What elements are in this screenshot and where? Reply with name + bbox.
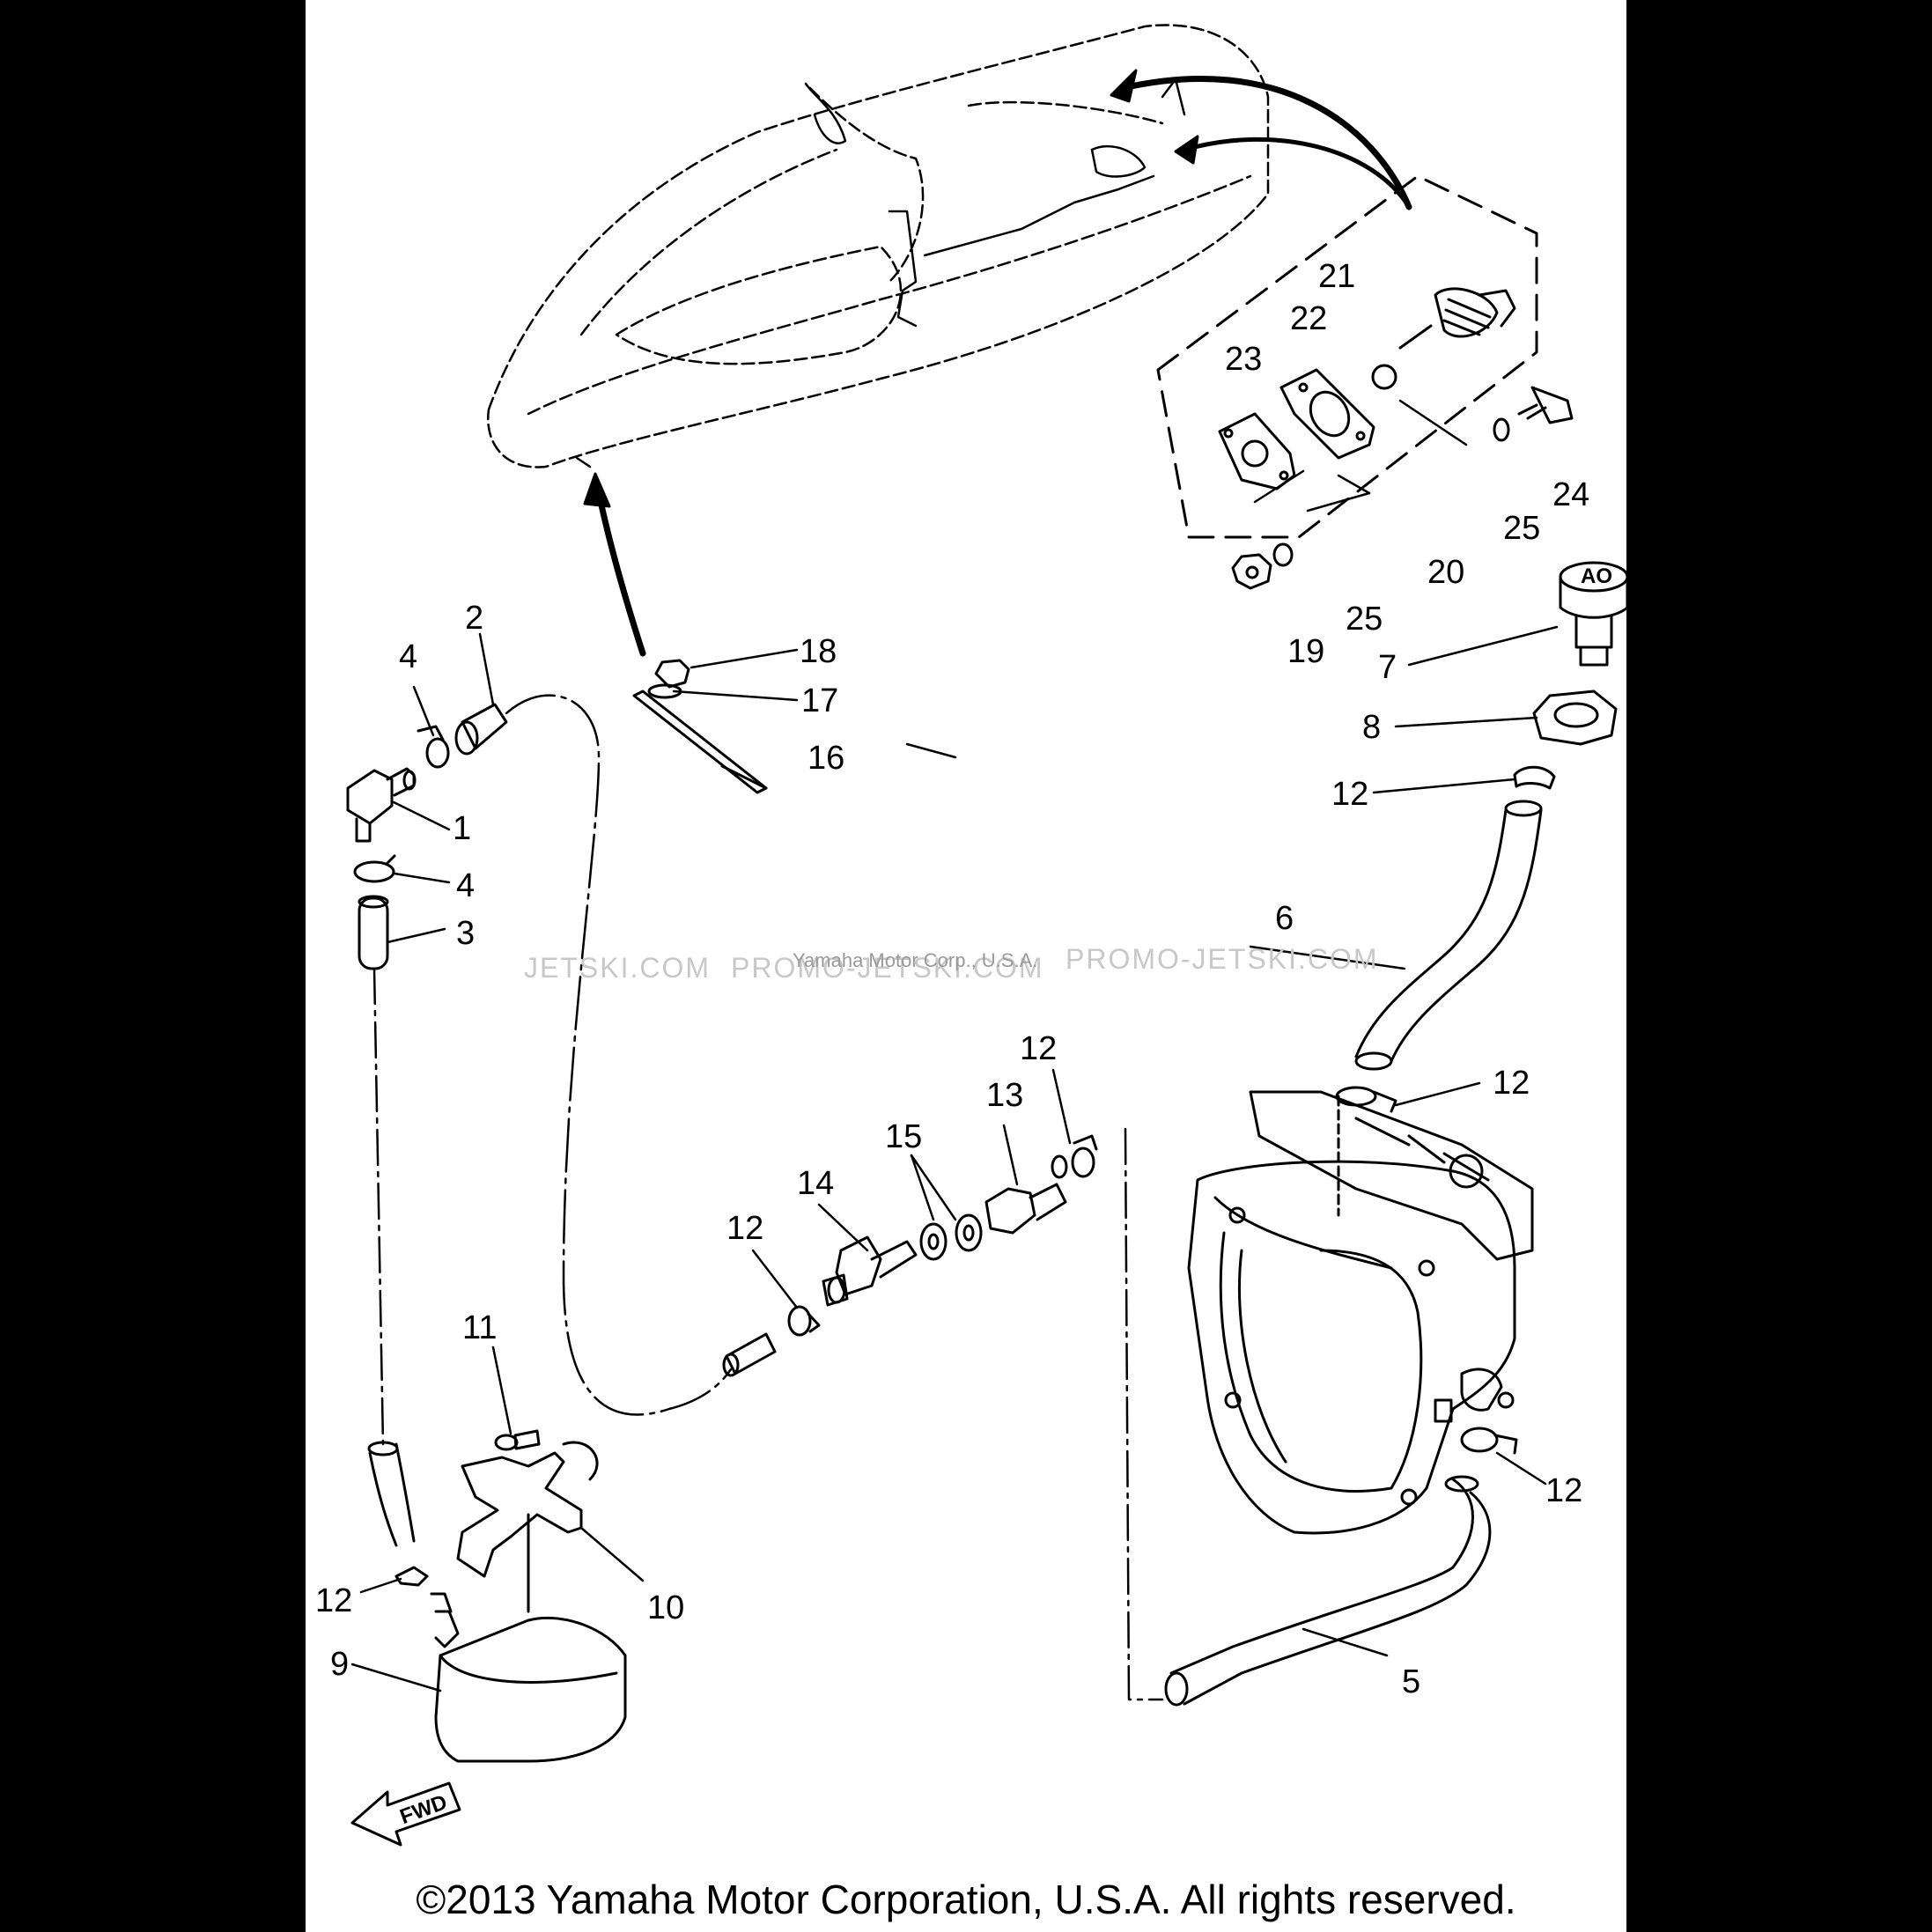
jet-pump-housing xyxy=(1187,1090,1534,1535)
callout-4b: 4 xyxy=(456,867,475,904)
inset-leaders xyxy=(1253,399,1468,512)
part-7-cap: AO xyxy=(1559,561,1629,667)
part-22-o-ring xyxy=(1371,364,1397,390)
part-3-hose xyxy=(358,895,389,970)
bracket-arrow xyxy=(594,481,646,657)
callout-21: 21 xyxy=(1318,258,1355,295)
callout-17: 17 xyxy=(801,682,838,719)
part-2-hose xyxy=(454,703,508,756)
part-12-clamp-left xyxy=(395,1566,429,1587)
hose-5-routing xyxy=(1124,1127,1164,1701)
callout-7: 7 xyxy=(1378,649,1397,686)
callout-6: 6 xyxy=(1275,900,1294,937)
part-12-clamp-fitting xyxy=(787,1305,821,1337)
callout-8: 8 xyxy=(1362,709,1381,746)
callout-9: 9 xyxy=(330,1646,349,1683)
hull-arrow-short xyxy=(1182,136,1412,210)
fwd-arrow: FWD xyxy=(350,1781,461,1847)
hose-segment-middle xyxy=(722,1332,777,1377)
watermark-mid: PROMO-JETSKI.COM xyxy=(731,952,1044,984)
callout-16: 16 xyxy=(807,740,844,777)
part-1-elbow xyxy=(346,767,417,843)
callout-2: 2 xyxy=(465,600,483,637)
copyright-notice: ©2013 Yamaha Motor Corporation, U.S.A. A… xyxy=(416,1877,1516,1922)
part-20-plate xyxy=(1279,368,1375,460)
callout-leaders xyxy=(350,625,1559,1692)
part-12-clamp-upper-fitting xyxy=(1071,1134,1098,1178)
hull-details xyxy=(575,77,1186,468)
hull-arrow-short-head xyxy=(1174,135,1199,165)
callout-13: 13 xyxy=(986,1077,1023,1114)
callout-12c: 12 xyxy=(1493,1065,1530,1102)
part-8-nut xyxy=(1532,689,1618,746)
part-21-valve xyxy=(1398,287,1516,350)
callout-12d: 12 xyxy=(726,1210,763,1247)
diagram-sheet xyxy=(306,0,1626,1932)
callout-1: 1 xyxy=(453,810,471,847)
part-19-nut xyxy=(1231,553,1272,590)
callout-3: 3 xyxy=(456,915,475,952)
callout-15: 15 xyxy=(885,1118,922,1155)
part-24-bolt xyxy=(1517,386,1574,424)
callout-10: 10 xyxy=(647,1589,684,1626)
part-15-washers xyxy=(919,1213,983,1261)
callout-11: 11 xyxy=(462,1309,497,1346)
part-12-clamp-top xyxy=(1513,765,1556,790)
part-23-gasket xyxy=(1218,412,1296,490)
callout-12e: 12 xyxy=(1545,1472,1582,1509)
callout-20: 20 xyxy=(1427,554,1464,591)
inset-box xyxy=(1156,174,1538,539)
hull-arrow-long xyxy=(1119,75,1412,210)
bracket-arrow-head xyxy=(583,472,611,508)
part-12-clamp-right xyxy=(1460,1427,1518,1455)
callout-23: 23 xyxy=(1225,341,1262,378)
hull-arrow-long-head xyxy=(1110,69,1138,103)
part-11-screw xyxy=(494,1429,541,1451)
hose-long-line xyxy=(505,694,733,1416)
left-lower-hose xyxy=(367,1441,416,1547)
callout-19: 19 xyxy=(1287,633,1324,670)
part-13-fitting xyxy=(984,1154,1068,1235)
callout-25a: 25 xyxy=(1503,510,1540,547)
part-6-hose xyxy=(1354,800,1543,1071)
part-18-nut xyxy=(654,659,690,689)
part-25-washer-upper xyxy=(1493,417,1510,442)
callout-22: 22 xyxy=(1290,300,1327,337)
callout-numbers: 21 22 23 24 25 20 25 19 7 8 12 18 17 16 … xyxy=(315,258,1589,1700)
callout-12b: 12 xyxy=(1020,1030,1057,1067)
part-9-tank xyxy=(430,1592,627,1763)
part-4-clamp-upper xyxy=(417,725,450,769)
part-4-clamp-lower xyxy=(353,854,396,883)
callout-24: 24 xyxy=(1552,476,1589,513)
watermark-left: JETSKI.COM xyxy=(524,952,711,984)
callout-14: 14 xyxy=(797,1165,834,1202)
callout-5: 5 xyxy=(1402,1663,1420,1700)
hull-outline xyxy=(487,24,1270,468)
svg-text:AO: AO xyxy=(1581,564,1612,588)
callout-18: 18 xyxy=(800,633,837,670)
part-14-fitting xyxy=(822,1235,918,1307)
part-25-washer-lower xyxy=(1272,542,1294,567)
part-5-hose xyxy=(1164,1475,1492,1707)
watermark-center: Yamaha Motor Corp., U.S.A. xyxy=(793,949,1037,971)
part-16-bracket-plate xyxy=(632,689,768,794)
callout-4a: 4 xyxy=(399,638,417,675)
callout-25b: 25 xyxy=(1346,601,1383,638)
hose-3-line xyxy=(372,967,385,1446)
watermark-right: PROMO-JETSKI.COM xyxy=(1066,943,1379,975)
callout-12f: 12 xyxy=(315,1582,352,1619)
part-10-bracket xyxy=(456,1441,599,1613)
callout-12a: 12 xyxy=(1331,776,1368,813)
